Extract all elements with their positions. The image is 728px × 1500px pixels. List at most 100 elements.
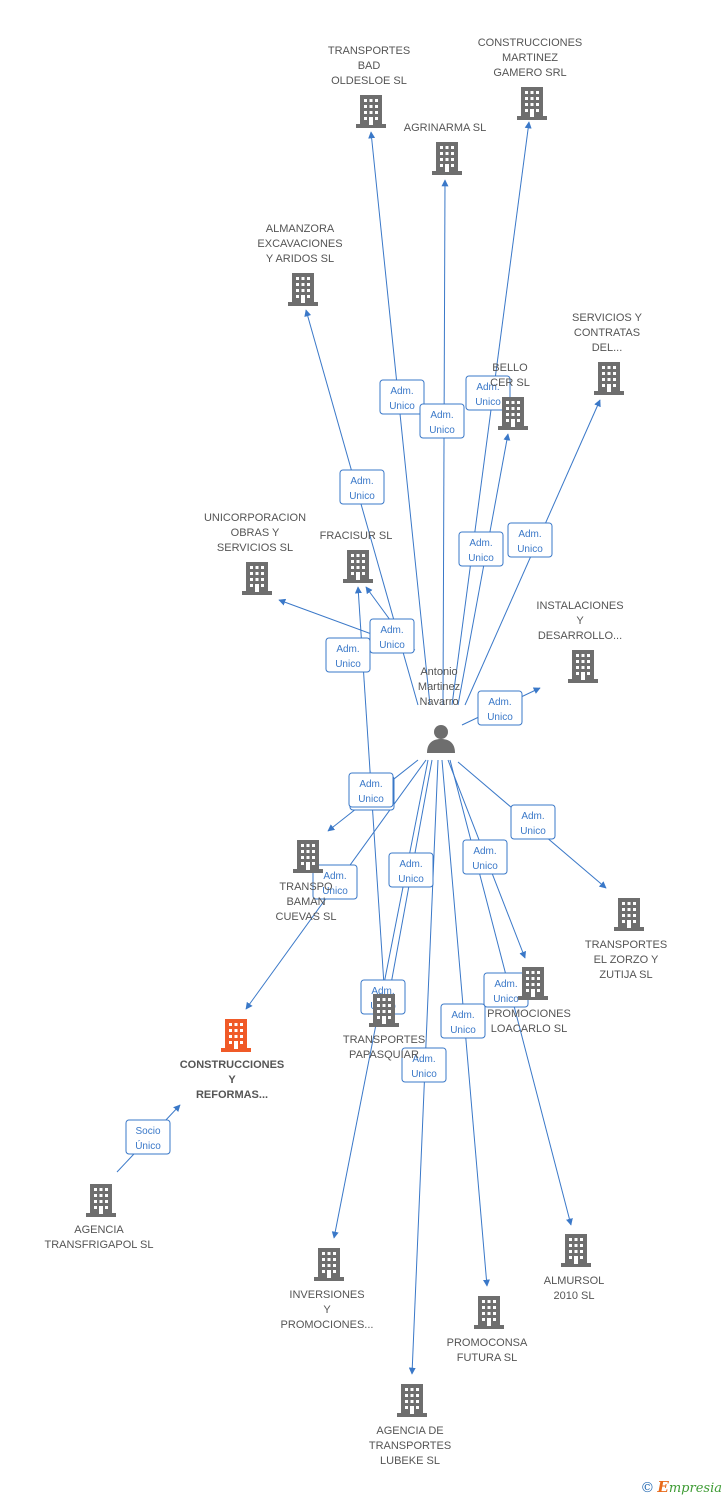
- edge-label-transportes-bad-oldesloe[interactable]: Adm.Unico: [379, 379, 425, 415]
- node-servicios-contratas[interactable]: SERVICIOS YCONTRATASDEL...: [572, 312, 643, 395]
- node-label-line: 2010 SL: [554, 1290, 595, 1302]
- edge-label-transportes-el-zorzo[interactable]: Adm.Unico: [510, 804, 556, 840]
- node-label-line: FRACISUR SL: [320, 530, 393, 542]
- building-icon: [518, 967, 548, 1000]
- edge-label-line: Único: [135, 1139, 161, 1152]
- edge-label-line: Adm.: [451, 1010, 474, 1021]
- brand-initial: E: [657, 1478, 669, 1496]
- building-icon: [314, 1248, 344, 1281]
- building-icon: [369, 994, 399, 1027]
- edge-label-promoconsa[interactable]: Adm.Unico: [440, 1003, 486, 1039]
- node-almursol[interactable]: ALMURSOL 2010 SL: [544, 1234, 605, 1302]
- person-icon: [427, 725, 455, 753]
- node-label-line: Y: [228, 1074, 236, 1086]
- node-label-line: AGRINARMA SL: [404, 122, 487, 134]
- node-label-line: BELLO: [492, 362, 528, 374]
- edge-label-line: Adm.: [430, 410, 453, 421]
- edge-label-box: [419, 403, 465, 439]
- building-icon: [517, 87, 547, 120]
- node-label-line: TRANSPORTES: [585, 939, 667, 951]
- edge-label-line: Unico: [398, 874, 424, 885]
- node-fracisur[interactable]: FRACISUR SL: [320, 530, 393, 583]
- edge-person-to-transportes-bad-oldesloe: [368, 131, 431, 706]
- node-label-line: LUBEKE SL: [380, 1455, 440, 1467]
- edge-label-unicorporacion[interactable]: Adm.Unico: [325, 637, 371, 673]
- edge-label-construcciones-martinez-gamero[interactable]: Adm.Unico: [465, 375, 511, 411]
- building-icon: [242, 562, 272, 595]
- edge-label-line: Adm.: [336, 644, 359, 655]
- edge-label-line: Adm.: [412, 1054, 435, 1065]
- node-label-line: REFORMAS...: [196, 1089, 268, 1101]
- node-construcciones-reformas[interactable]: CONSTRUCCIONESYREFORMAS...: [180, 1019, 285, 1101]
- edge-label-agrinarma[interactable]: Adm.Unico: [419, 403, 465, 439]
- edge-label-box: [440, 1003, 486, 1039]
- node-label-line: ALMANZORA: [266, 223, 335, 235]
- edge-person-to-construcciones-martinez-gamero: [451, 121, 532, 706]
- edge-label-box: [369, 618, 415, 654]
- edge-label-line: Unico: [475, 397, 501, 408]
- edge-label-box: [477, 690, 523, 726]
- node-label-line: CONTRATAS: [574, 327, 640, 339]
- edge-label-transportes-papasquiaro[interactable]: Adm. Unico: [388, 852, 434, 888]
- edge-label-servicios-contratas[interactable]: Adm.Unico: [507, 522, 553, 558]
- edge-label-bello-cer[interactable]: Adm.Unico: [458, 531, 504, 567]
- building-icon: [343, 550, 373, 583]
- edge-label-line: Adm.: [488, 697, 511, 708]
- edge-label-line: Unico: [517, 544, 543, 555]
- edge-label-promociones-loacarlo[interactable]: Adm.Unico: [462, 839, 508, 875]
- edge-label-fracisur[interactable]: Adm.Unico: [348, 772, 394, 808]
- node-label-line: Y: [323, 1304, 331, 1316]
- edge-labels-layer: Adm.UnicoAdm.UnicoAdm.UnicoAdm.UnicoAdm.…: [125, 375, 556, 1155]
- node-label-line: CER SL: [490, 377, 530, 389]
- edge-label-box: [510, 804, 556, 840]
- edge-label-box: [458, 531, 504, 567]
- edge-label-agencia-lubeke[interactable]: Adm.Unico: [401, 1047, 447, 1083]
- edge-label-box: [325, 637, 371, 673]
- node-label-line: MARTINEZ: [502, 52, 558, 64]
- edge-label-almursol[interactable]: Adm.Unico: [483, 972, 529, 1008]
- building-icon: [561, 1234, 591, 1267]
- edge-label-box: [401, 1047, 447, 1083]
- edge-label-box: [125, 1119, 171, 1155]
- edge-label-box: [465, 375, 511, 411]
- edge-label-construcciones-reformas[interactable]: Adm.Unico: [312, 864, 358, 900]
- edge-label-fracisur[interactable]: Adm.Unico: [369, 618, 415, 654]
- edge-label-instalaciones[interactable]: Adm.Unico: [477, 690, 523, 726]
- edge-label-almanzora[interactable]: Adm.Unico: [339, 469, 385, 505]
- node-label-line: DEL...: [592, 342, 623, 354]
- node-instalaciones[interactable]: INSTALACIONESYDESARROLLO...: [536, 600, 624, 683]
- node-agrinarma[interactable]: AGRINARMA SL: [404, 122, 487, 175]
- edge-person-to-bello-cer: [457, 433, 511, 706]
- node-label-line: TRANSPORTES: [328, 45, 410, 57]
- building-icon: [221, 1019, 251, 1052]
- edge-label-line: Adm.: [380, 625, 403, 636]
- node-label-line: SERVICIOS SL: [217, 542, 293, 554]
- edge-label-line: Adm.: [473, 846, 496, 857]
- building-icon: [86, 1184, 116, 1217]
- node-inversiones-promociones[interactable]: INVERSIONESYPROMOCIONES...: [281, 1248, 374, 1331]
- brand-name: mpresia: [668, 1481, 722, 1496]
- node-bello-cer[interactable]: BELLO CER SL: [490, 362, 530, 430]
- building-icon: [288, 273, 318, 306]
- node-label-line: ALMURSOL: [544, 1275, 605, 1287]
- edge-label-line: Adm.: [399, 859, 422, 870]
- edge-label-box: [339, 469, 385, 505]
- empresia-brand[interactable]: ©Empresia: [640, 1478, 722, 1496]
- building-icon: [293, 840, 323, 873]
- node-label-line: Martinez: [418, 681, 460, 693]
- edge-label-line: Unico: [389, 401, 415, 412]
